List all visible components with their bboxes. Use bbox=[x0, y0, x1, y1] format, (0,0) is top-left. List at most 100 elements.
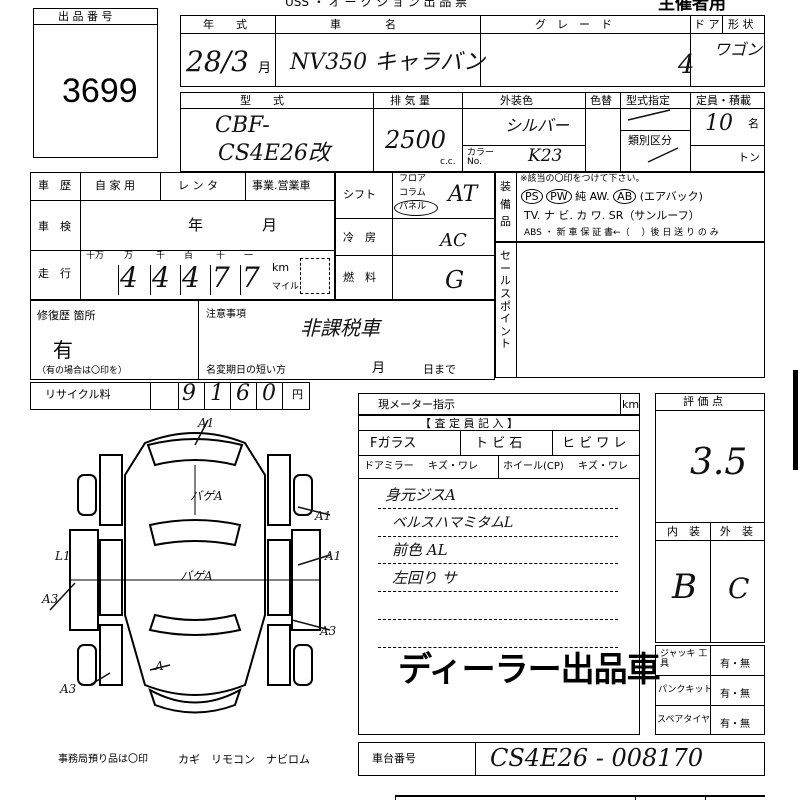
mark-right-front: A1 bbox=[314, 509, 331, 523]
car-name-value: NV350 キャラバン bbox=[290, 50, 486, 75]
equipment-line3: ABS ・ 新 車 保 証 書←（ ）後 日 送 り の み bbox=[524, 228, 719, 238]
color-no-label: カラー No. bbox=[467, 148, 495, 167]
door-label: ド ア bbox=[694, 18, 720, 31]
model-value-1: CBF- bbox=[215, 113, 270, 138]
type-value: ワゴン bbox=[714, 40, 763, 59]
mileage-label: 走 行 bbox=[38, 267, 71, 280]
meter-label: 現メーター指示 bbox=[378, 398, 455, 411]
capacity-label: 定員・積載 bbox=[696, 94, 751, 107]
eval-score: 3.5 bbox=[690, 442, 748, 483]
office-keep-note: 事務局預り品は〇印 bbox=[58, 754, 148, 765]
month-suffix: 月 bbox=[258, 61, 272, 76]
mark-rear: A bbox=[154, 659, 164, 673]
wheel-label: ホイール(CP) bbox=[503, 461, 564, 472]
recycle-digit-2: 1 bbox=[210, 381, 224, 406]
sales-point-box bbox=[495, 242, 765, 378]
ac-value: AC bbox=[440, 230, 467, 251]
wheel-value[interactable]: キズ・ワレ bbox=[578, 461, 628, 472]
mirror-value[interactable]: キズ・ワレ bbox=[428, 461, 478, 472]
row1-box bbox=[180, 15, 765, 87]
form-title: USS ・ オ ー ク シ ョ ン 出 品 票 bbox=[285, 0, 468, 9]
jack-label: ジャッキ 工具 bbox=[660, 649, 708, 669]
history-private[interactable]: 自 家 用 bbox=[95, 179, 135, 192]
shift-box bbox=[335, 172, 495, 300]
history-business[interactable]: 事業.営業車 bbox=[252, 179, 311, 192]
year-label: 年 式 bbox=[203, 18, 247, 31]
repair-note: （有の場合は〇印を） bbox=[37, 366, 128, 376]
history-box bbox=[30, 172, 335, 300]
color-change-label: 色替 bbox=[590, 94, 612, 107]
shift-floor[interactable]: フロア bbox=[399, 174, 427, 184]
exterior-label: 外 装 bbox=[720, 525, 753, 538]
recycle-digit-4: 0 bbox=[262, 381, 276, 406]
owner-label: 主催者用 bbox=[658, 0, 726, 14]
car-name-label: 車 名 bbox=[330, 18, 396, 31]
chassis-label: 車台番号 bbox=[372, 752, 416, 765]
shift-column[interactable]: コラム bbox=[399, 188, 426, 198]
lot-label: 出 品 番 号 bbox=[58, 10, 113, 23]
inspector-note-4: 左回り サ bbox=[392, 569, 457, 587]
repair-box bbox=[30, 300, 495, 380]
mile-checkbox[interactable] bbox=[300, 258, 330, 294]
puncture-kit-value[interactable]: 有・無 bbox=[720, 689, 750, 700]
attention-value: 非課税車 bbox=[300, 316, 380, 340]
mileage-digit-4: 7 bbox=[212, 261, 230, 294]
inspector-note-1: 身元ジスA bbox=[385, 486, 456, 504]
mirror-label: ドアミラー bbox=[364, 461, 414, 472]
lot-number: 3699 bbox=[62, 72, 138, 110]
glass-chip[interactable]: ト ビ 石 bbox=[475, 436, 523, 451]
color-value: シルバー bbox=[505, 116, 570, 135]
history-label: 車 歴 bbox=[38, 179, 71, 192]
repair-value: 有 bbox=[53, 338, 73, 362]
transfer-month: 月 bbox=[372, 361, 386, 376]
eq-ab[interactable]: AB bbox=[613, 189, 637, 204]
mark-left-door: A3 bbox=[41, 592, 59, 606]
recycle-label: リサイクル料 bbox=[45, 388, 111, 401]
ton-unit: トン bbox=[738, 151, 760, 164]
inspection-month-unit: 月 bbox=[262, 216, 278, 234]
glass-label: Fガラス bbox=[370, 436, 417, 451]
inspector-box bbox=[358, 415, 640, 735]
attention-label: 注意事項 bbox=[206, 309, 246, 320]
chassis-value: CS4E26 - 008170 bbox=[490, 744, 704, 772]
mark-roof: バゲA bbox=[180, 569, 213, 583]
mileage-digit-5: 7 bbox=[242, 261, 260, 294]
model-value-2: CS4E26改 bbox=[218, 141, 330, 166]
year-value: 28/3 bbox=[186, 45, 249, 78]
transfer-label: 名変期日の短い方 bbox=[206, 365, 286, 376]
sales-point-label: セールスポイント bbox=[500, 249, 511, 351]
inspection-label: 車 検 bbox=[38, 220, 71, 233]
eq-pw[interactable]: PW bbox=[546, 189, 572, 204]
equipment-line1: PS PW 純 AW. AB (エアバック) bbox=[521, 188, 703, 204]
shift-panel-circle bbox=[394, 200, 438, 216]
form-spec-label: 型式指定 bbox=[626, 94, 670, 107]
inspector-note-3: 前色 AL bbox=[392, 541, 448, 559]
vehicle-damage-diagram: A1 バゲA バゲA A1 A1 A3 A3 A3 L1 A bbox=[41, 416, 341, 714]
eq-ps[interactable]: PS bbox=[521, 189, 543, 204]
capacity-unit: 名 bbox=[748, 117, 759, 130]
capacity-value: 10 bbox=[705, 111, 733, 136]
grade-label: グ レ ー ド bbox=[535, 18, 612, 31]
door-value: 4 bbox=[678, 50, 695, 80]
spare-tire-value[interactable]: 有・無 bbox=[720, 719, 750, 730]
km-label: km bbox=[272, 261, 290, 274]
mark-front: A1 bbox=[197, 416, 214, 430]
eq-aw[interactable]: 純 AW. bbox=[575, 190, 610, 203]
chassis-box bbox=[358, 742, 765, 776]
lot-box bbox=[33, 8, 158, 158]
mileage-digit-2: 4 bbox=[152, 261, 170, 294]
mileage-digit-1: 4 bbox=[120, 261, 138, 294]
glass-crack[interactable]: ヒ ビ ワ レ bbox=[562, 436, 627, 451]
interior-label: 内 装 bbox=[667, 525, 700, 538]
recycle-unit: 円 bbox=[292, 388, 303, 401]
repair-label: 修復歴 箇所 bbox=[37, 309, 96, 322]
equipment-box bbox=[495, 172, 765, 242]
color-no-value: K23 bbox=[528, 146, 563, 166]
equipment-line2: TV. ナ ビ. カ ワ. SR（サンルーフ） bbox=[524, 209, 700, 222]
mileage-digit-3: 4 bbox=[182, 261, 200, 294]
equipment-note: ※該当の〇印をつけて下さい。 bbox=[520, 174, 645, 184]
jack-value[interactable]: 有・無 bbox=[720, 659, 750, 670]
exterior-score: C bbox=[728, 572, 750, 605]
recycle-box bbox=[30, 382, 310, 410]
history-rental[interactable]: レ ン タ bbox=[178, 179, 218, 192]
